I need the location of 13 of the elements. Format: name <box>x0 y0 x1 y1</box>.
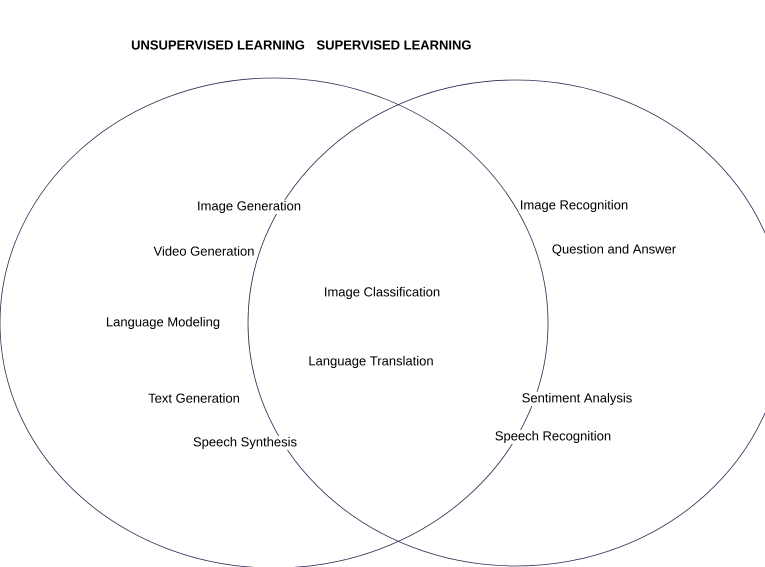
item-label: Language Translation <box>307 354 435 370</box>
item-label: Sentiment Analysis <box>520 392 634 406</box>
item-label: Speech Synthesis <box>192 436 298 450</box>
item-label: Speech Recognition <box>494 430 612 444</box>
circle-heading: SUPERVISED LEARNING <box>316 40 471 50</box>
item-label: Image Recognition <box>518 198 630 214</box>
item-label: Video Generation <box>152 245 256 257</box>
item-label: Language Modeling <box>104 316 222 330</box>
item-label: Text Generation <box>147 392 241 404</box>
item-label: Image Classification <box>322 286 442 300</box>
circle-heading: UNSUPERVISED LEARNING <box>132 40 304 50</box>
item-label: Question and Answer <box>550 243 678 257</box>
item-label: Image Generation <box>196 200 302 214</box>
